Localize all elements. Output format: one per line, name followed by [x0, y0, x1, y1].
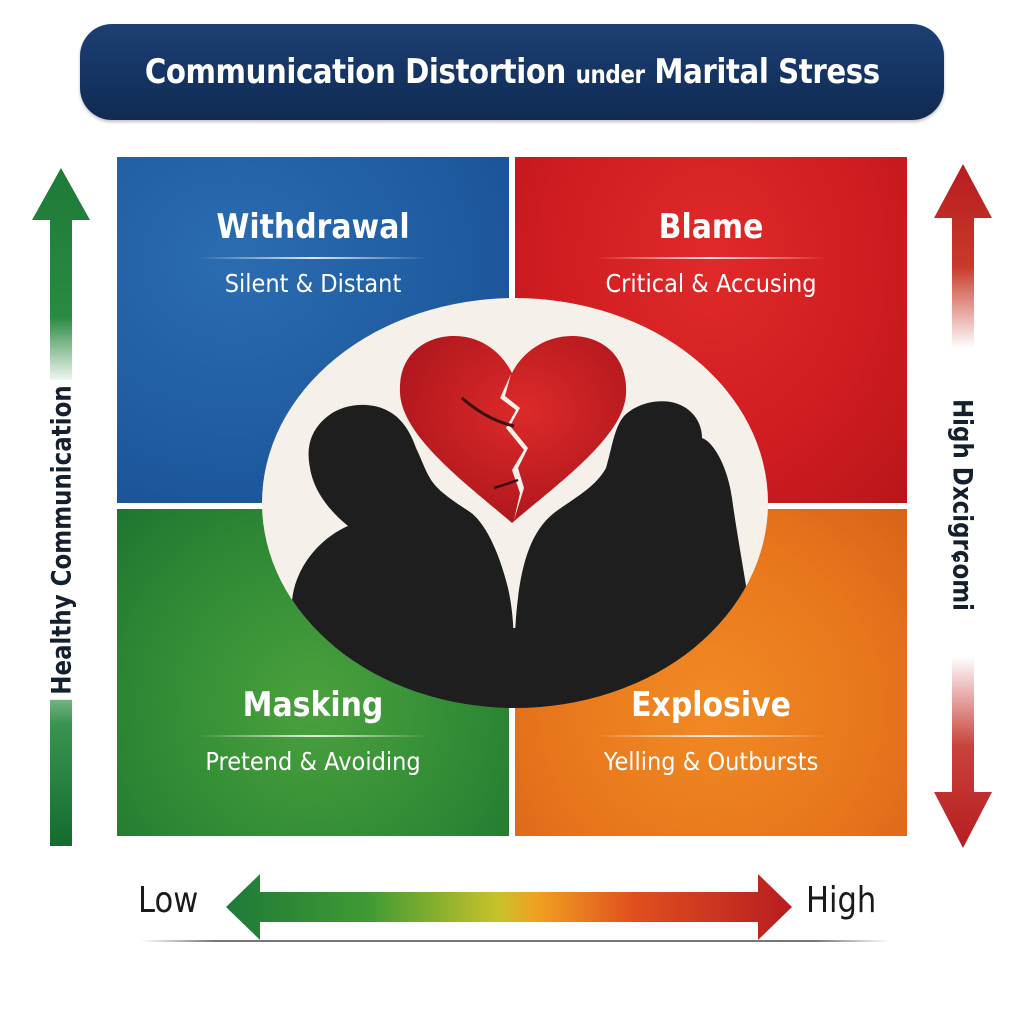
page-title: Communication Distortion under Marital S… [145, 52, 880, 92]
broken-heart-icon [399, 336, 627, 523]
quadrant-label: Blame Critical & Accusing [515, 207, 907, 298]
quadrant-heading: Blame [658, 207, 764, 247]
quadrant-label: Withdrawal Silent & Distant [117, 207, 509, 298]
title-part-connector: under [575, 60, 645, 89]
quadrant-subheading: Critical & Accusing [605, 269, 817, 298]
quadrant-heading: Withdrawal [216, 207, 410, 247]
title-banner: Communication Distortion under Marital S… [80, 24, 944, 120]
double-arrow-horizontal-icon [226, 874, 792, 940]
divider [596, 257, 826, 259]
quadrant-subheading: Pretend & Avoiding [205, 747, 421, 776]
center-illustration [262, 298, 768, 708]
axis-label-low: Low [138, 880, 199, 921]
divider [596, 735, 826, 737]
title-part-main: Communication Distortion [144, 52, 566, 92]
title-part-end: Marital Stress [654, 52, 880, 92]
axis-label-high: High [806, 880, 877, 921]
baseline-divider [140, 940, 890, 942]
axis-label-high-distortion: High Dxcigrɕomi [946, 393, 978, 617]
quadrant-subheading: Silent & Distant [224, 269, 402, 298]
quadrant-label: Masking Pretend & Avoiding [117, 685, 509, 776]
quadrant-heading: Explosive [631, 685, 791, 725]
divider [198, 735, 428, 737]
axis-label-healthy-communication: Healthy Communication [46, 380, 78, 700]
quadrant-heading: Masking [242, 685, 384, 725]
divider [198, 257, 428, 259]
quadrant-subheading: Yelling & Outbursts [603, 747, 819, 776]
quadrant-label: Explosive Yelling & Outbursts [515, 685, 907, 776]
